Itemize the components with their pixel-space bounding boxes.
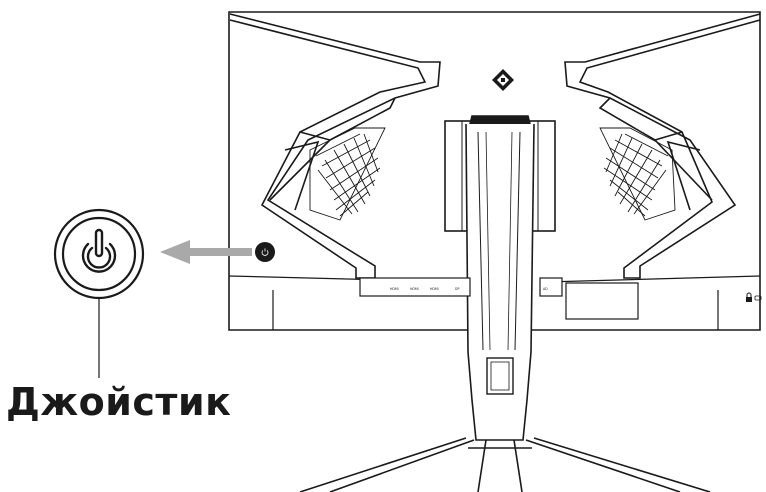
port-label-dp: DP (455, 287, 459, 291)
kensington-lock-icon (746, 292, 762, 302)
monitor-back-panel (228, 11, 761, 331)
right-decorative-panel (564, 13, 761, 279)
left-vent-grille (309, 127, 386, 221)
stand-base (299, 437, 711, 492)
brand-logo-icon (492, 69, 514, 91)
button-power-icon (261, 248, 269, 256)
joystick-callout (53, 208, 145, 300)
power-icon (81, 228, 117, 273)
port-label-hdmi-3: HDMI (430, 287, 439, 291)
joystick-button[interactable] (255, 242, 275, 262)
callout-arrow (160, 240, 252, 264)
port-label-audio: AD (543, 287, 548, 291)
port-label-hdmi-1: HDMI (390, 287, 399, 291)
port-label-hdmi-2: HDMI (410, 287, 419, 291)
stand-neck (465, 115, 535, 441)
right-vent-grille (599, 127, 676, 221)
joystick-caption: Джойстик (6, 380, 232, 424)
port-strip: HDMI HDMI HDMI DP AD (359, 277, 639, 320)
